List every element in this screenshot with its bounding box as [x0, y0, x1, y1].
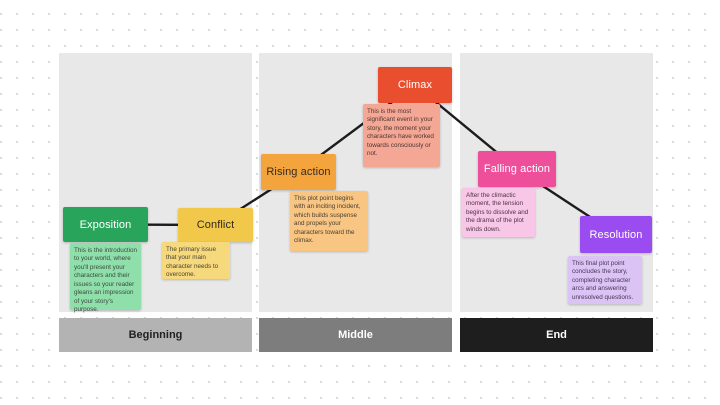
sticky-conflict-title[interactable]: Conflict: [178, 208, 253, 242]
frame-label-end[interactable]: End: [460, 318, 653, 352]
sticky-climax-description[interactable]: This is the most significant event in yo…: [363, 104, 440, 167]
sticky-exposition-description[interactable]: This is the introduction to your world, …: [70, 243, 141, 313]
sticky-conflict-description[interactable]: The primary issue that your main charact…: [162, 242, 230, 279]
frame-label-beginning[interactable]: Beginning: [59, 318, 252, 352]
sticky-rising-action-title[interactable]: Rising action: [261, 154, 336, 190]
frame-label-middle[interactable]: Middle: [259, 318, 452, 352]
sticky-resolution-description[interactable]: This final plot point concludes the stor…: [568, 256, 642, 304]
sticky-climax-title[interactable]: Climax: [378, 67, 452, 103]
sticky-falling-action-title[interactable]: Falling action: [478, 151, 556, 187]
sticky-resolution-title[interactable]: Resolution: [580, 216, 652, 253]
sticky-falling-action-description[interactable]: After the climactic moment, the tension …: [462, 188, 535, 237]
sticky-exposition-title[interactable]: Exposition: [63, 207, 148, 242]
sticky-rising-action-description[interactable]: This plot point begins with an inciting …: [290, 191, 368, 251]
